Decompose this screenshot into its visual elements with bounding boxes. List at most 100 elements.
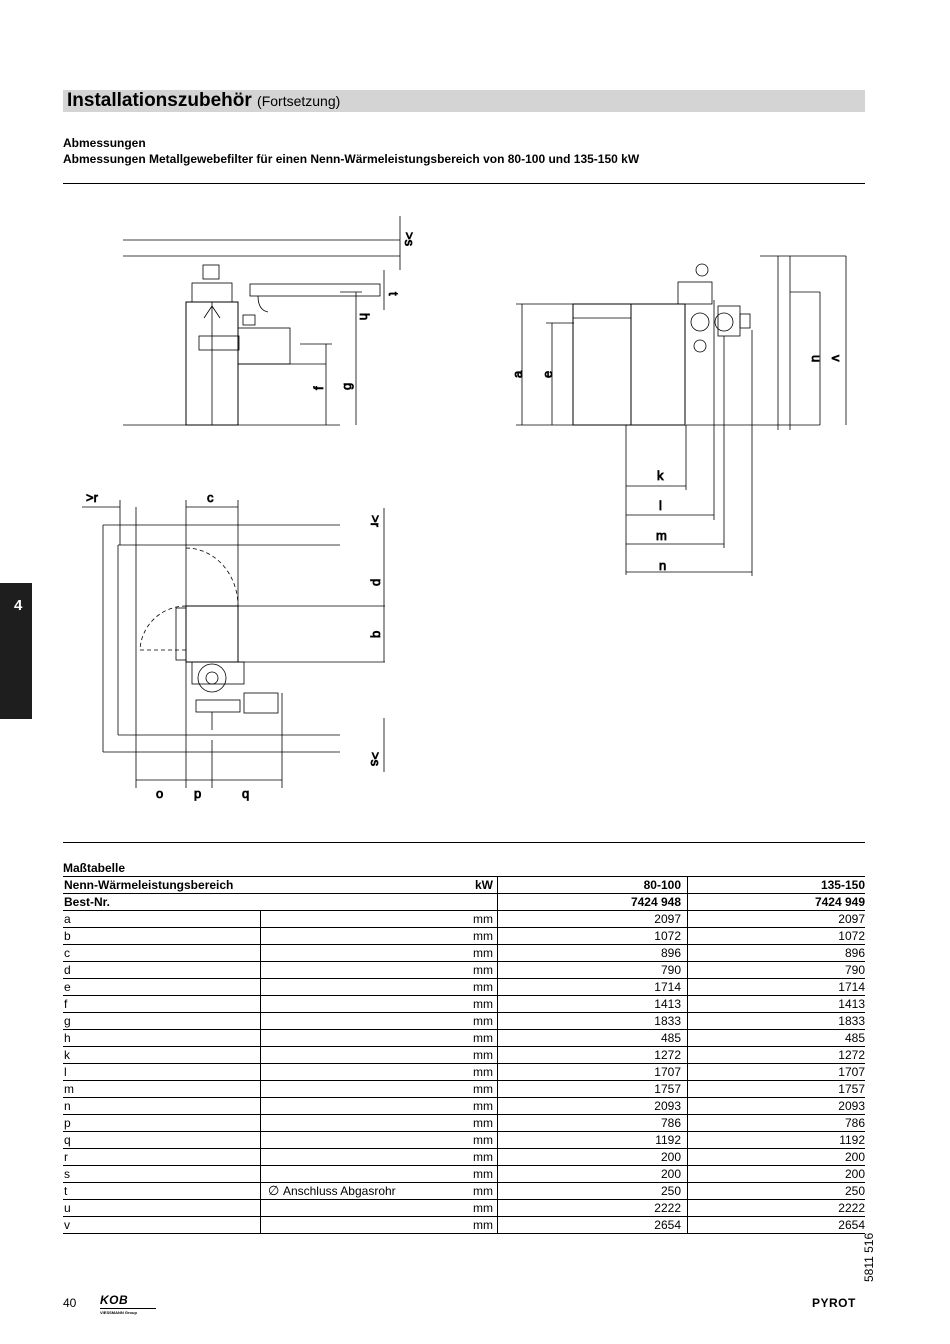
- row-unit: mm: [458, 1216, 498, 1234]
- top-view: [82, 500, 385, 788]
- row-description: [260, 1097, 458, 1115]
- row-unit: mm: [458, 961, 498, 979]
- label-q: q: [242, 786, 249, 801]
- header-range-2: 135-150: [687, 876, 865, 894]
- label-e: e: [540, 371, 555, 378]
- diameter-icon: ∅: [268, 1183, 283, 1198]
- title-subtitle: (Fortsetzung): [257, 93, 341, 109]
- table-order-row: Best-Nr. 7424 948 7424 949: [63, 893, 865, 911]
- row-key: u: [63, 1199, 261, 1217]
- row-unit: mm: [458, 910, 498, 928]
- row-value-2: 1714: [687, 978, 865, 996]
- row-description: [260, 910, 458, 928]
- row-value-2: 2222: [687, 1199, 865, 1217]
- row-value-2: 786: [687, 1114, 865, 1132]
- row-value-2: 1272: [687, 1046, 865, 1064]
- row-value-1: 786: [497, 1114, 688, 1132]
- row-unit: mm: [458, 1097, 498, 1115]
- row-key: a: [63, 910, 261, 928]
- label-n: n: [659, 558, 666, 573]
- row-key: m: [63, 1080, 261, 1098]
- label-t: t: [386, 292, 401, 296]
- row-value-2: 485: [687, 1029, 865, 1047]
- row-value-1: 1072: [497, 927, 688, 945]
- row-value-2: 200: [687, 1148, 865, 1166]
- pyrot-logo: PYROT: [812, 1296, 856, 1310]
- row-value-1: 1192: [497, 1131, 688, 1149]
- side-view: [123, 216, 401, 426]
- row-key: h: [63, 1029, 261, 1047]
- row-value-2: 1833: [687, 1012, 865, 1030]
- section-heading: Abmessungen: [63, 136, 146, 150]
- row-value-2: 1192: [687, 1131, 865, 1149]
- label-o: o: [156, 786, 163, 801]
- row-description: [260, 1216, 458, 1234]
- logo-divider: [100, 1308, 156, 1309]
- row-value-2: 1072: [687, 927, 865, 945]
- row-key: t: [63, 1182, 261, 1200]
- row-key: f: [63, 995, 261, 1013]
- middle-rule: [63, 842, 865, 843]
- row-value-1: 896: [497, 944, 688, 962]
- title-text: Installationszubehör: [67, 90, 252, 111]
- row-unit: mm: [458, 1046, 498, 1064]
- row-value-1: 1707: [497, 1063, 688, 1081]
- order-number-2: 7424 949: [687, 893, 865, 911]
- row-value-1: 200: [497, 1148, 688, 1166]
- row-key: c: [63, 944, 261, 962]
- row-value-2: 896: [687, 944, 865, 962]
- row-unit: mm: [458, 927, 498, 945]
- dimension-drawing: >s t h f g a e u: [82, 216, 847, 801]
- row-value-1: 790: [497, 961, 688, 979]
- row-value-2: 250: [687, 1182, 865, 1200]
- label-v: v: [829, 355, 844, 362]
- row-unit: mm: [458, 1063, 498, 1081]
- row-key: l: [63, 1063, 261, 1081]
- label-k: k: [657, 468, 664, 483]
- order-number-1: 7424 948: [497, 893, 688, 911]
- label-h: h: [357, 313, 372, 320]
- row-value-2: 2654: [687, 1216, 865, 1234]
- label-s-top: >s: [402, 232, 417, 247]
- header-unit: kW: [458, 876, 498, 894]
- row-description: [260, 1046, 458, 1064]
- row-description-text: Anschluss Abgasrohr: [282, 1184, 396, 1198]
- row-description: [260, 1148, 458, 1166]
- row-description: [260, 1063, 458, 1081]
- row-value-1: 2097: [497, 910, 688, 928]
- row-description: [260, 1199, 458, 1217]
- row-key: q: [63, 1131, 261, 1149]
- row-key: v: [63, 1216, 261, 1234]
- top-rule: [63, 183, 865, 184]
- label-r-left: >r: [86, 490, 99, 505]
- table-title: Maßtabelle: [63, 861, 126, 875]
- row-value-2: 1757: [687, 1080, 865, 1098]
- chapter-number: 4: [14, 597, 23, 614]
- kob-logo: KOB: [100, 1293, 129, 1307]
- row-description: [260, 927, 458, 945]
- label-d: d: [368, 579, 383, 586]
- row-description: [260, 1080, 458, 1098]
- row-description: [260, 1114, 458, 1132]
- row-description: [260, 944, 458, 962]
- row-unit: mm: [458, 1012, 498, 1030]
- row-value-1: 2093: [497, 1097, 688, 1115]
- row-unit: mm: [458, 995, 498, 1013]
- table-header-row: Nenn-Wärmeleistungsbereich kW 80-100 135…: [63, 876, 865, 894]
- order-label: Best-Nr.: [63, 893, 458, 911]
- label-p: p: [194, 786, 201, 801]
- row-unit: mm: [458, 1029, 498, 1047]
- title-bar: Installationszubehör (Fortsetzung): [63, 90, 865, 112]
